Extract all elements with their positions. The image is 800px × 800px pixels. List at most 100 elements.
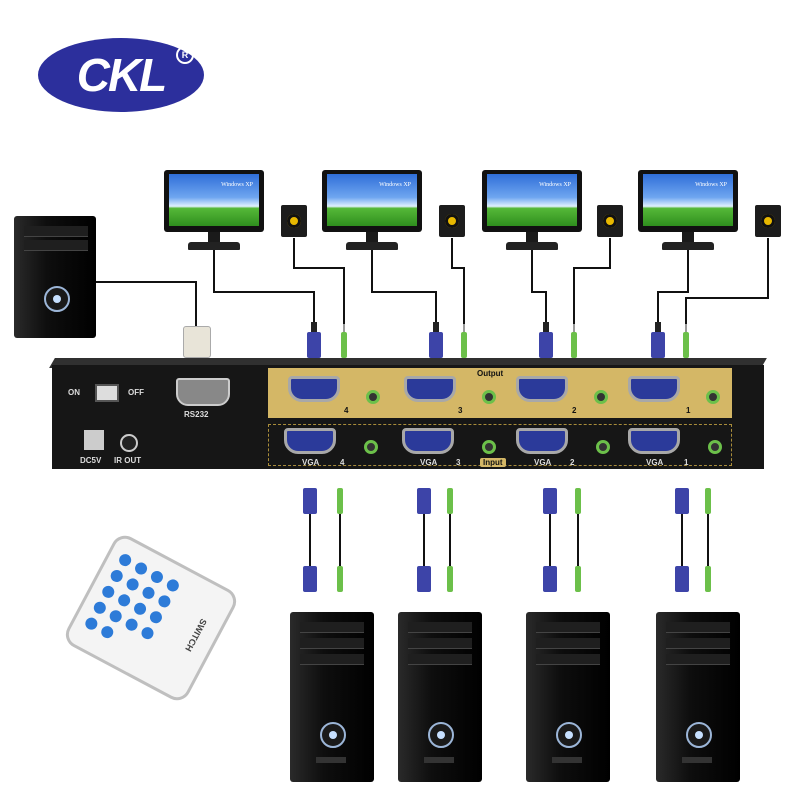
vga-plug [675,566,689,592]
monitor-screen-label: Windows XP [695,182,727,188]
power-on-label: ON [68,388,80,397]
rs232-plug [183,326,211,358]
pc-tower-1 [656,612,740,782]
remote-button[interactable] [91,599,108,616]
audio-plug [705,566,711,592]
remote-button[interactable] [116,592,133,609]
vga-plug [303,488,317,514]
pc-tower-2 [526,612,610,782]
dc-label: DC5V [80,456,102,465]
output-tag: Output [474,369,507,378]
speaker-icon [439,205,465,237]
output-vga-port-4[interactable] [288,376,340,402]
output-number-3: 3 [458,406,463,415]
audio-plug [575,566,581,592]
pc-tower-4 [290,612,374,782]
vga-plug [303,566,317,592]
registered-mark: R [176,46,194,64]
ir-out-label: IR OUT [114,456,142,465]
dc-power-jack[interactable] [84,430,104,450]
input-vga-label-1: VGA [646,458,664,467]
audio-plug [571,324,577,358]
speaker-icon [281,205,307,237]
input-vga-port-2[interactable] [516,428,568,454]
audio-plug [341,324,347,358]
input-number-4: 4 [340,458,345,467]
input-number-3: 3 [456,458,461,467]
input-number-1: 1 [684,458,689,467]
input-tag: Input [480,458,506,467]
vga-plug [675,488,689,514]
monitor-screen-label: Windows XP [221,182,253,188]
power-rocker-switch[interactable] [95,384,119,402]
input-vga-label-3: VGA [420,458,438,467]
vga-plug [539,322,553,358]
audio-plug [447,488,453,514]
audio-plug [447,566,453,592]
output-vga-port-3[interactable] [404,376,456,402]
rs232-port[interactable] [176,378,230,406]
audio-plug [575,488,581,514]
monitor-1: Windows XP [638,170,738,254]
remote-button[interactable] [100,583,117,600]
pc-tower-3 [398,612,482,782]
vga-plug [543,566,557,592]
audio-plug [337,566,343,592]
remote-button[interactable] [147,609,165,626]
power-off-label: OFF [128,388,144,397]
vga-plug [417,566,431,592]
input-number-2: 2 [570,458,575,467]
audio-plug [337,488,343,514]
input-vga-port-3[interactable] [402,428,454,454]
input-vga-port-4[interactable] [284,428,336,454]
vga-plug [307,322,321,358]
monitor-3: Windows XP [322,170,422,254]
vga-plug [543,488,557,514]
remote-button[interactable] [117,551,134,569]
rs232-label: RS232 [184,410,209,419]
audio-plug [461,324,467,358]
output-number-2: 2 [572,406,577,415]
output-number-4: 4 [344,406,349,415]
input-audio-jack-1[interactable] [708,440,722,454]
input-vga-label-4: VGA [302,458,320,467]
remote-button[interactable] [124,576,141,593]
remote-button[interactable] [131,600,149,617]
remote-button[interactable] [132,560,150,577]
monitor-screen-label: Windows XP [379,182,411,188]
remote-button[interactable] [139,625,156,642]
output-number-1: 1 [686,406,691,415]
remote-button[interactable] [140,584,157,601]
input-audio-jack-2[interactable] [596,440,610,454]
output-audio-jack-1[interactable] [706,390,720,404]
input-vga-label-2: VGA [534,458,552,467]
output-audio-jack-3[interactable] [482,390,496,404]
remote-button[interactable] [148,568,166,586]
speaker-icon [755,205,781,237]
speaker-icon [597,205,623,237]
input-audio-jack-4[interactable] [364,440,378,454]
brand-logo-text: CKL [76,49,168,101]
remote-button[interactable] [107,608,124,625]
input-vga-port-1[interactable] [628,428,680,454]
vga-plug [651,322,665,358]
monitor-screen-label: Windows XP [539,182,571,188]
output-audio-jack-2[interactable] [594,390,608,404]
monitor-4: Windows XP [164,170,264,254]
remote-button[interactable] [164,577,181,594]
ir-out-jack[interactable] [120,434,138,452]
audio-plug [683,324,689,358]
monitor-2: Windows XP [482,170,582,254]
audio-plug [705,488,711,514]
output-vga-port-1[interactable] [628,376,680,402]
remote-button[interactable] [83,615,100,632]
output-audio-jack-4[interactable] [366,390,380,404]
output-vga-port-2[interactable] [516,376,568,402]
remote-button[interactable] [156,593,173,610]
remote-button[interactable] [108,567,125,585]
remote-button[interactable] [123,616,140,633]
vga-plug [417,488,431,514]
input-audio-jack-3[interactable] [482,440,496,454]
remote-button[interactable] [99,623,116,641]
